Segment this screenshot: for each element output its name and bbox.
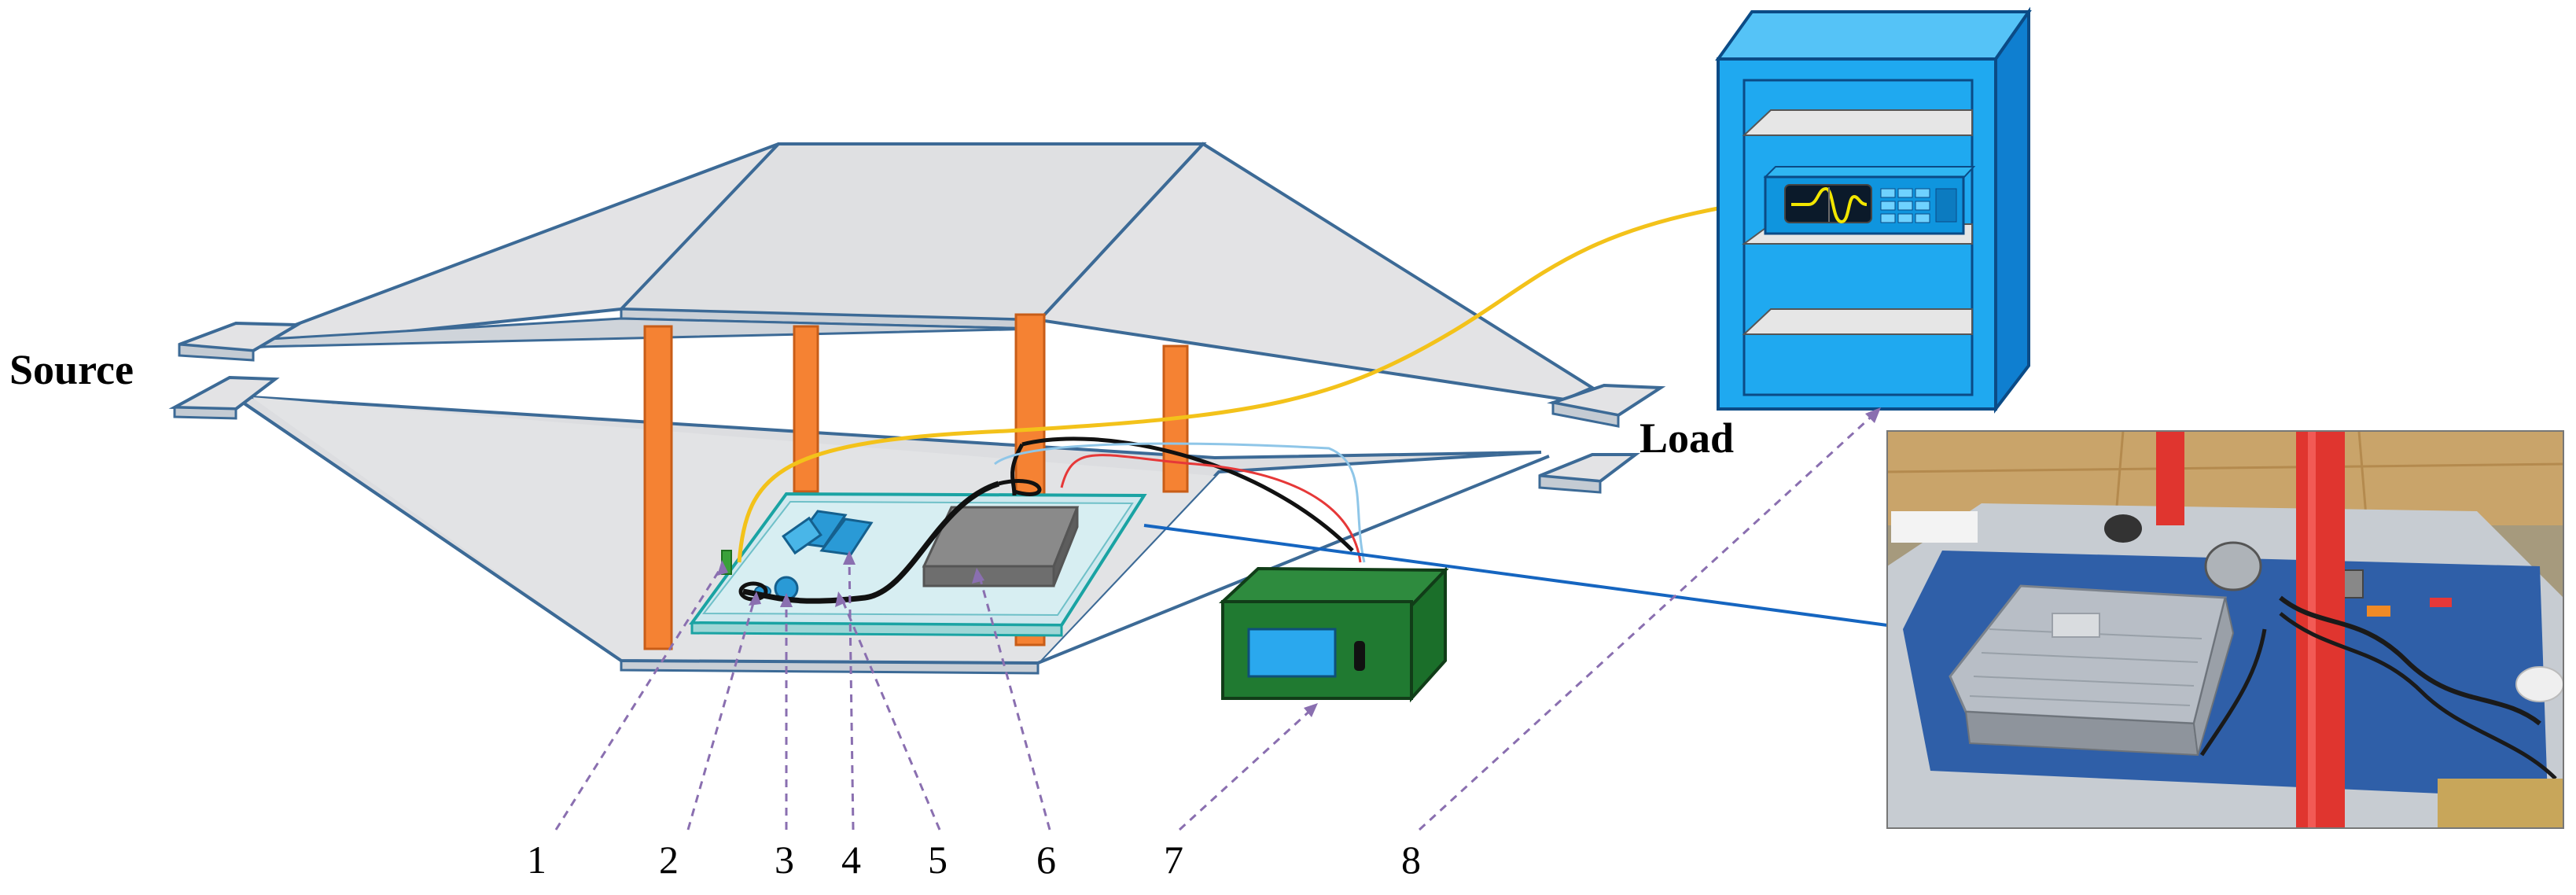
callout-3: 3 [775,838,794,882]
label-load: Load [1639,414,1734,462]
component-7-green-instrument [1219,566,1449,703]
component-4-5-blue-blocks [782,510,874,556]
component-8-rack-cabinet [1715,6,2032,414]
callout-7: 7 [1164,838,1183,882]
callout-6: 6 [1036,838,1056,882]
upper-plate [178,142,1666,428]
callout-leader-lines [554,411,1877,831]
callout-numbers: 1 2 3 4 5 6 7 8 [527,838,1421,882]
component-6-device-box [922,506,1080,587]
label-source: Source [9,346,134,393]
photo-link-line [1143,524,1888,627]
callout-5: 5 [928,838,948,882]
callout-2: 2 [659,838,679,882]
cables [737,206,1719,604]
callout-arrowheads [717,407,1881,717]
callout-8: 8 [1401,838,1421,882]
callout-1: 1 [527,838,546,882]
callout-4: 4 [841,838,861,882]
photo-inset [1886,430,2564,829]
